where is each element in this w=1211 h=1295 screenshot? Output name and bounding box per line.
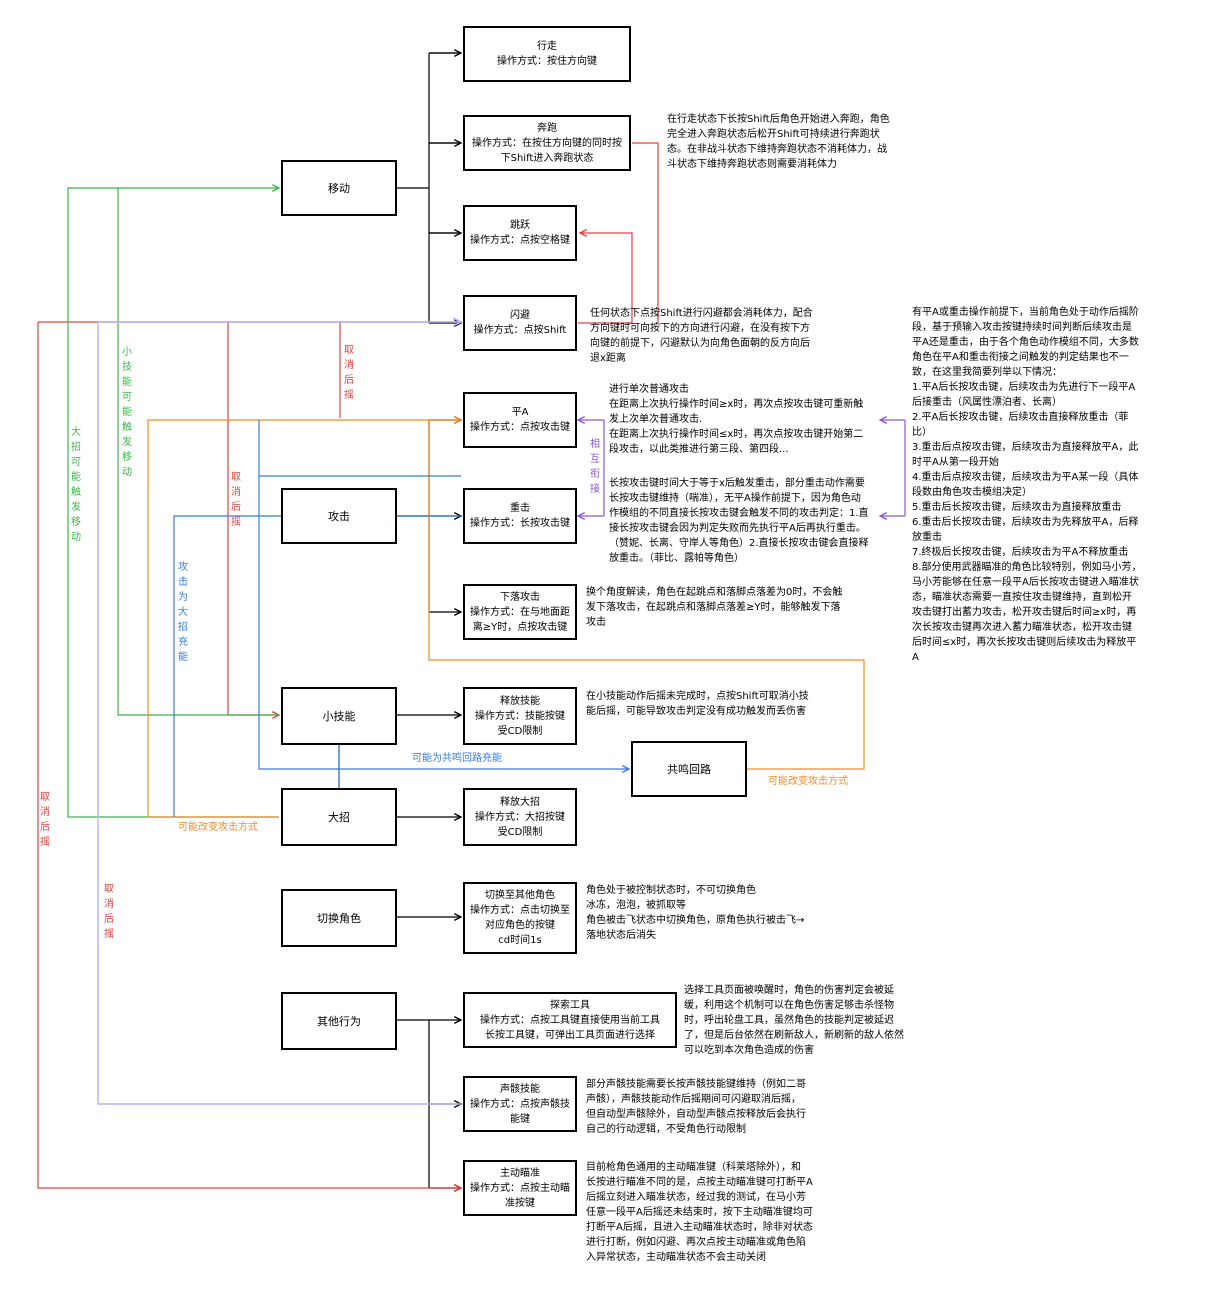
action-sprint-title: 奔跑 [537,122,557,134]
action-plunge-attack[interactable]: 下落攻击操作方式：在与地面距 离≥Y时，点按攻击键 [463,584,577,640]
label-cancel-aim: 取消后摇 [40,792,50,848]
link-echo-cancel [97,322,461,1105]
node-ult[interactable]: 大招 [281,788,397,846]
action-sprint[interactable]: 奔跑操作方式：在按住方向键的同时按 下Shift进入奔跑状态 [463,115,631,171]
action-tool-desc: 操作方式：点按工具键直接使用当前工具 长按工具键，可弹出工具页面进行选择 [480,1014,660,1041]
action-aim-title: 主动瞄准 [500,1167,540,1179]
action-echo[interactable]: 声骸技能操作方式：点按声骸技 能键 [463,1076,577,1132]
node-other[interactable]: 其他行为 [281,992,397,1050]
link-resonance-attack [428,420,865,770]
link-sprint-jump [632,142,659,323]
node-other-label: 其他行为 [317,1014,361,1028]
action-switch-to[interactable]: 切换至其他角色操作方式：点击切换至 对应角色的按键 cd时间1s [463,882,577,954]
label-cancel-dodge-attack: 取消后摇 [344,345,354,401]
label-cancel-dodge-skill: 取消后摇 [231,472,241,528]
note-plunge: 换个角度解读，角色在起跳点和落脚点落差为0时，不会触 发下落攻击，在起跳点和落脚… [586,587,843,628]
link-ult-attack [147,420,461,818]
node-attack-label: 攻击 [328,509,350,523]
node-move[interactable]: 移动 [281,160,397,216]
label-ult-trigger-move: 大招可能触发移动 [71,427,81,543]
label-resonance-change-attack: 可能改变攻击方式 [768,776,848,787]
node-switch[interactable]: 切换角色 [281,889,397,947]
action-tool[interactable]: 探索工具操作方式：点按工具键直接使用当前工具 长按工具键，可弹出工具页面进行选择 [463,992,677,1048]
action-switch-to-desc: 操作方式：点击切换至 对应角色的按键 cd时间1s [470,905,570,946]
action-dodge[interactable]: 闪避操作方式：点按Shift [463,295,577,351]
action-ult-release-desc: 操作方式：大招按键 受CD限制 [475,811,565,838]
action-jump-title: 跳跃 [510,220,530,231]
label-may-charge-resonance: 可能为共鸣回路充能 [412,753,502,764]
action-walk[interactable]: 行走操作方式：按住方向键 [463,26,631,82]
action-plunge-title: 下落攻击 [500,591,540,603]
label-ult-change-attack: 可能改变攻击方式 [178,822,258,833]
action-plunge-desc: 操作方式：在与地面距 离≥Y时，点按攻击键 [470,606,570,633]
label-mutual-link: 相互衔接 [590,439,600,495]
action-skill-release[interactable]: 释放技能操作方式：技能按键 受CD限制 [463,687,577,745]
node-move-label: 移动 [328,181,350,195]
action-jump[interactable]: 跳跃操作方式：点按空格键 [463,205,577,261]
note-light: 进行单次普通攻击 在距离上次执行操作时间≥x时，再次点按攻击键可重新触 发上次单… [609,384,864,455]
node-resonance[interactable]: 共鸣回路 [631,741,747,797]
note-combo: 有平A或重击操作前提下，当前角色处于动作后摇阶 段，基于预输入攻击按键持续时间判… [912,307,1142,663]
label-cancel-echo: 取消后摇 [104,884,114,940]
link-attack-resonance [258,420,629,769]
action-heavy-attack[interactable]: 重击操作方式：长按攻击键 [463,488,577,544]
action-jump-desc: 操作方式：点按空格键 [470,235,570,246]
action-sprint-desc: 操作方式：在按住方向键的同时按 下Shift进入奔跑状态 [472,137,622,164]
action-walk-title: 行走 [537,41,557,52]
action-echo-title: 声骸技能 [500,1083,540,1095]
link-skill-move [117,188,279,716]
action-light-desc: 操作方式：点按攻击键 [470,422,570,433]
action-heavy-desc: 操作方式：长按攻击键 [470,518,570,529]
action-dodge-title: 闪避 [510,310,530,321]
action-walk-desc: 操作方式：按住方向键 [497,56,597,67]
action-skill-release-title: 释放技能 [500,695,540,707]
action-aim-desc: 操作方式：点按主动瞄 准按键 [470,1182,570,1209]
action-aim[interactable]: 主动瞄准操作方式：点按主动瞄 准按键 [463,1160,577,1216]
action-echo-desc: 操作方式：点按声骸技 能键 [470,1098,570,1125]
node-resonance-label: 共鸣回路 [667,762,711,776]
note-tool: 选择工具页面被唤醒时，角色的伤害判定会被延 缓，利用这个机制可以在角色伤害足够击… [684,985,904,1056]
action-tool-title: 探索工具 [550,999,590,1011]
action-switch-to-title: 切换至其他角色 [485,890,555,901]
note-switch: 角色处于被控制状态时，不可切换角色 冰冻，泡泡，被抓取等 角色被击飞状态中切换角… [586,885,805,941]
node-skill[interactable]: 小技能 [281,687,397,745]
action-light-title: 平A [511,407,529,418]
link-attack-ult [173,515,461,817]
action-dodge-desc: 操作方式：点按Shift [473,325,567,336]
node-switch-label: 切换角色 [317,911,361,925]
note-skill: 在小技能动作后摇未完成时，点按Shift可取消小技 能后摇，可能导致攻击判定没有… [586,691,809,717]
node-ult-label: 大招 [328,810,350,824]
action-ult-release[interactable]: 释放大招操作方式：大招按键 受CD限制 [463,788,577,846]
label-attack-charges-ult: 攻击为大招充能 [178,562,188,663]
action-ult-release-title: 释放大招 [500,796,540,808]
node-skill-label: 小技能 [322,709,356,723]
note-echo: 部分声骸技能需要长按声骸技能键维持（例如二哥 声骸），声骸技能动作后摇期间可闪避… [586,1079,806,1135]
note-dodge: 任何状态下点按Shift进行闪避都会消耗体力，配合 方向键时可向按下的方向进行闪… [590,308,813,364]
note-sprint: 在行走状态下长按Shift后角色开始进入奔跑，角色 完全进入奔跑状态后松开Shi… [667,114,890,170]
note-aim: 目前枪角色通用的主动瞄准键（科莱塔除外），和 长按进行瞄准不同的是，点按主动瞄准… [586,1162,813,1263]
node-attack[interactable]: 攻击 [281,488,397,544]
link-aim-cancel [37,321,461,1188]
action-light-attack[interactable]: 平A 操作方式：点按攻击键 [463,392,577,448]
action-skill-release-desc: 操作方式：技能按键 受CD限制 [475,710,565,737]
action-heavy-title: 重击 [510,503,530,514]
label-skill-trigger-move: 小技能可能触发移动 [122,347,132,478]
link-dodge-jump [578,233,633,324]
connector-move [397,52,461,323]
note-heavy: 长按攻击键时间大于等于x后触发重击，部分重击动作需要 长按攻击键维持（喘准），无… [609,478,869,564]
